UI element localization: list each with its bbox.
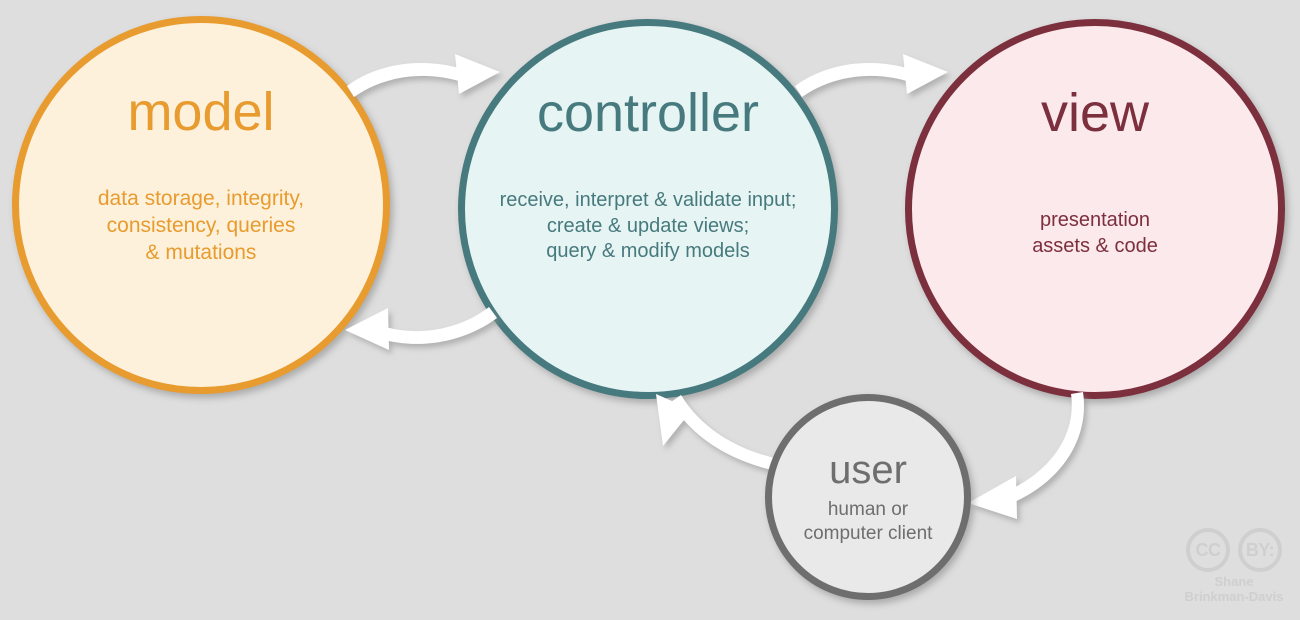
node-view-description: presentation assets & code — [1032, 209, 1158, 257]
license-badge: CC BY: Shane Brinkman-Davis — [1178, 528, 1290, 604]
node-view-title: view — [1040, 83, 1150, 143]
node-controller[interactable]: controller receive, interpret & validate… — [458, 19, 838, 399]
arrow-user-to-controller — [656, 394, 775, 470]
node-user[interactable]: user human or computer client — [765, 394, 971, 600]
node-model[interactable]: model data storage, integrity, consisten… — [12, 16, 390, 394]
author-credit: Shane Brinkman-Davis — [1184, 574, 1284, 604]
arrow-controller-to-view — [795, 54, 948, 97]
attribution-by-icon: BY: — [1238, 528, 1282, 572]
arrow-model-to-controller — [347, 54, 500, 97]
node-user-title: user — [829, 447, 907, 492]
node-model-title: model — [127, 82, 275, 142]
node-controller-title: controller — [536, 83, 760, 143]
arrow-controller-to-model — [345, 307, 497, 350]
creative-commons-icon: CC — [1186, 528, 1230, 572]
node-controller-description: receive, interpret & validate input; cre… — [499, 189, 797, 263]
node-model-description: data storage, integrity, consistency, qu… — [97, 187, 305, 264]
arrow-view-to-user — [968, 392, 1085, 519]
node-view[interactable]: view presentation assets & code — [905, 19, 1285, 399]
cc-marks: CC BY: — [1186, 528, 1282, 572]
node-user-description: human or computer client — [803, 498, 933, 544]
